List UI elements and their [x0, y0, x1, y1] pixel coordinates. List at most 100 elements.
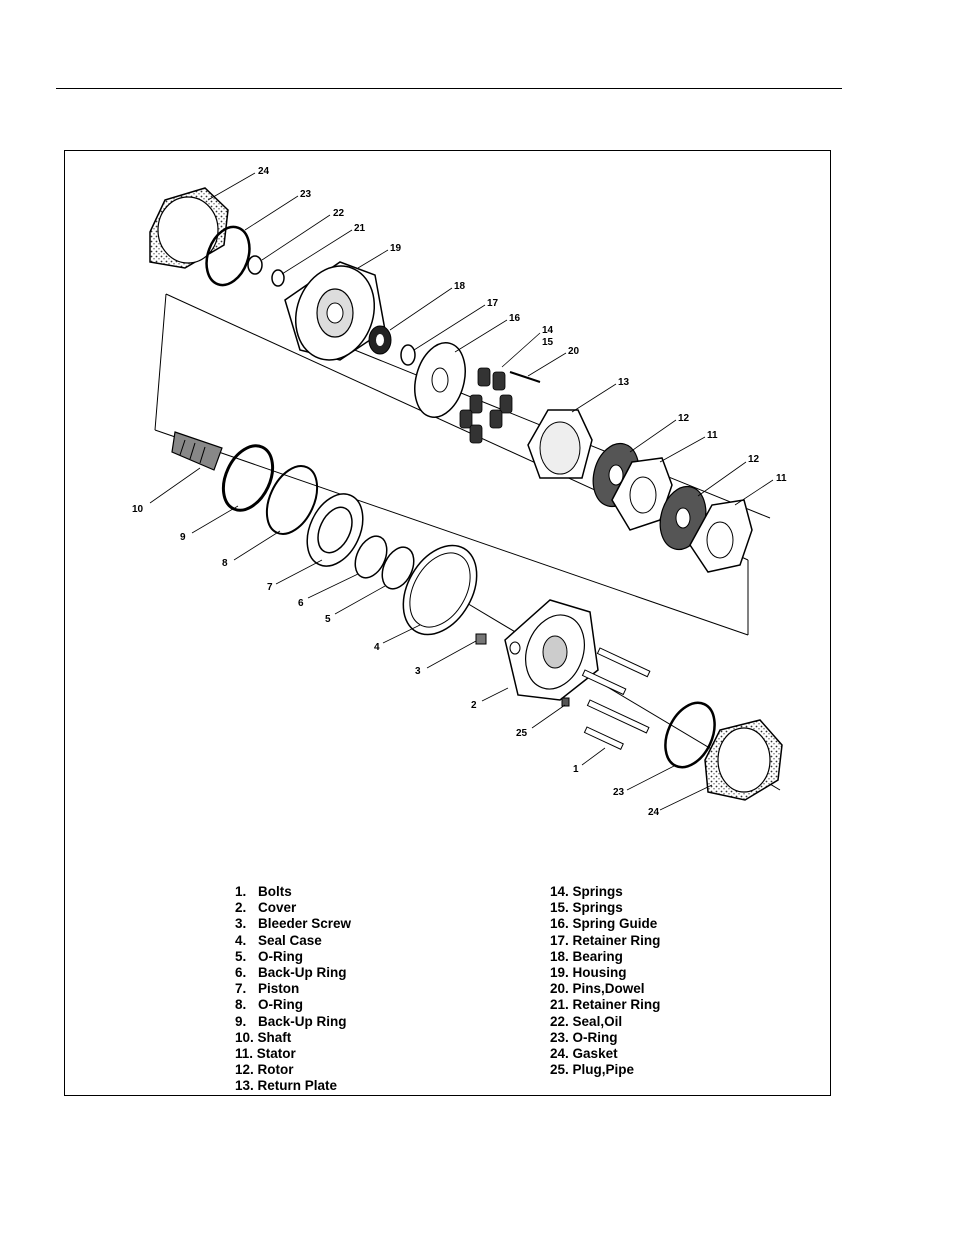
legend-number: 7. — [235, 981, 247, 997]
callout-labels: 24 23 22 21 19 18 17 16 14 15 20 13 12 1… — [132, 166, 787, 818]
callout-1: 1 — [573, 764, 579, 775]
legend-item: 22. Seal,Oil — [550, 1014, 660, 1030]
callout-24-top: 24 — [258, 166, 270, 177]
legend-part-name: Plug,Pipe — [572, 1062, 635, 1078]
legend-number: 8. — [235, 997, 247, 1013]
gasket-bottom — [704, 719, 783, 801]
cover — [504, 599, 599, 701]
oil-seal — [247, 255, 263, 275]
piston — [306, 493, 364, 567]
callout-9: 9 — [180, 532, 186, 543]
legend-part-name: Springs — [572, 884, 623, 899]
callout-24-bottom: 24 — [648, 807, 660, 818]
legend-item: 21. Retainer Ring — [550, 997, 660, 1013]
bearing — [368, 325, 392, 355]
o-ring-top — [205, 225, 251, 287]
legend-part-name: Pins,Dowel — [572, 981, 645, 997]
callout-12-top: 12 — [678, 413, 690, 424]
legend-number: 3. — [235, 916, 247, 932]
callout-25: 25 — [516, 728, 528, 739]
legend-part-name: Shaft — [257, 1029, 292, 1045]
callout-21: 21 — [354, 223, 366, 234]
legend-number: 24. — [550, 1046, 569, 1062]
legend-number: 6. — [235, 965, 247, 981]
legend-item: 16. Spring Guide — [550, 916, 660, 932]
back-up-ring-small — [354, 535, 388, 579]
legend-number: 17. — [550, 932, 569, 948]
legend-part-name: O-Ring — [258, 948, 303, 964]
leader-lines — [149, 172, 774, 811]
callout-6: 6 — [298, 598, 304, 609]
legend-part-name: Spring Guide — [572, 916, 658, 932]
legend-number: 11. — [235, 1046, 254, 1062]
legend-item: 18. Bearing — [550, 949, 660, 965]
back-up-ring-large — [221, 444, 275, 512]
callout-19: 19 — [390, 243, 402, 254]
legend-item: 5. O-Ring — [235, 949, 351, 965]
header-rule — [56, 88, 842, 89]
legend-part-name: O-Ring — [258, 997, 303, 1013]
legend-item: 9.Back-Up Ring — [235, 1014, 351, 1030]
legend-item: 13. Return Plate — [235, 1078, 351, 1094]
legend-part-name: Piston — [258, 981, 300, 997]
callout-16: 16 — [509, 313, 521, 324]
legend-number: 18. — [550, 948, 569, 964]
legend-number: 14. — [550, 884, 569, 899]
legend-number: 12. — [235, 1062, 254, 1078]
legend-part-name: Bearing — [572, 948, 623, 964]
legend-right-column: 14. Springs 15. Springs 16. Spring Guide… — [550, 884, 660, 1078]
callout-5: 5 — [325, 614, 331, 625]
legend-number: 19. — [550, 965, 569, 981]
legend-item: 25. Plug,Pipe — [550, 1062, 660, 1078]
stator-top — [611, 457, 673, 531]
retainer-ring-top — [271, 269, 285, 287]
legend-item: 4.Seal Case — [235, 933, 351, 949]
legend-part-name: Springs — [572, 900, 623, 916]
callout-15: 15 — [542, 337, 554, 348]
legend-part-name: Bolts — [258, 884, 292, 899]
legend-item: 20. Pins,Dowel — [550, 981, 660, 997]
callout-8: 8 — [222, 558, 228, 569]
spring-guide — [414, 342, 466, 418]
legend-part-name: Rotor — [257, 1062, 294, 1078]
housing — [284, 261, 386, 361]
callout-23-bottom: 23 — [613, 787, 625, 798]
callout-2: 2 — [471, 700, 477, 711]
callout-14: 14 — [542, 325, 554, 336]
legend-number: 2. — [235, 900, 247, 916]
legend-number: 5. — [235, 948, 247, 964]
callout-4: 4 — [374, 642, 380, 653]
legend-number: 1. — [235, 884, 247, 899]
legend-number: 22. — [550, 1013, 569, 1029]
shaft — [171, 431, 223, 471]
bolts — [581, 647, 651, 751]
seal-case — [402, 544, 478, 636]
callout-12-bottom: 12 — [748, 454, 760, 465]
legend-item: 15. Springs — [550, 900, 660, 916]
o-ring-bottom — [664, 701, 716, 769]
legend-part-name: Gasket — [572, 1046, 618, 1062]
legend-item: 2.Cover — [235, 900, 351, 916]
legend-number: 15. — [550, 900, 569, 916]
callout-11-top: 11 — [707, 430, 718, 441]
legend-item: 1. Bolts — [235, 884, 351, 900]
callout-18: 18 — [454, 281, 466, 292]
legend-item: 14. Springs — [550, 884, 660, 900]
legend-item: 6.Back-Up Ring — [235, 965, 351, 981]
legend-part-name: Stator — [256, 1046, 296, 1062]
legend-item: 24. Gasket — [550, 1046, 660, 1062]
legend-number: 21. — [550, 997, 569, 1013]
callout-7: 7 — [267, 582, 273, 593]
callout-11-bottom: 11 — [776, 473, 787, 484]
legend-item: 10. Shaft — [235, 1030, 351, 1046]
legend-item: 8. O-Ring — [235, 997, 351, 1013]
o-ring-small — [381, 546, 415, 590]
legend-number: 25. — [550, 1062, 569, 1078]
callout-20: 20 — [568, 346, 580, 357]
stator-bottom — [689, 499, 753, 573]
callout-13: 13 — [618, 377, 630, 388]
callout-17: 17 — [487, 298, 499, 309]
pipe-plug — [561, 697, 570, 707]
dowel-pin — [509, 371, 541, 383]
legend-item: 7. Piston — [235, 981, 351, 997]
